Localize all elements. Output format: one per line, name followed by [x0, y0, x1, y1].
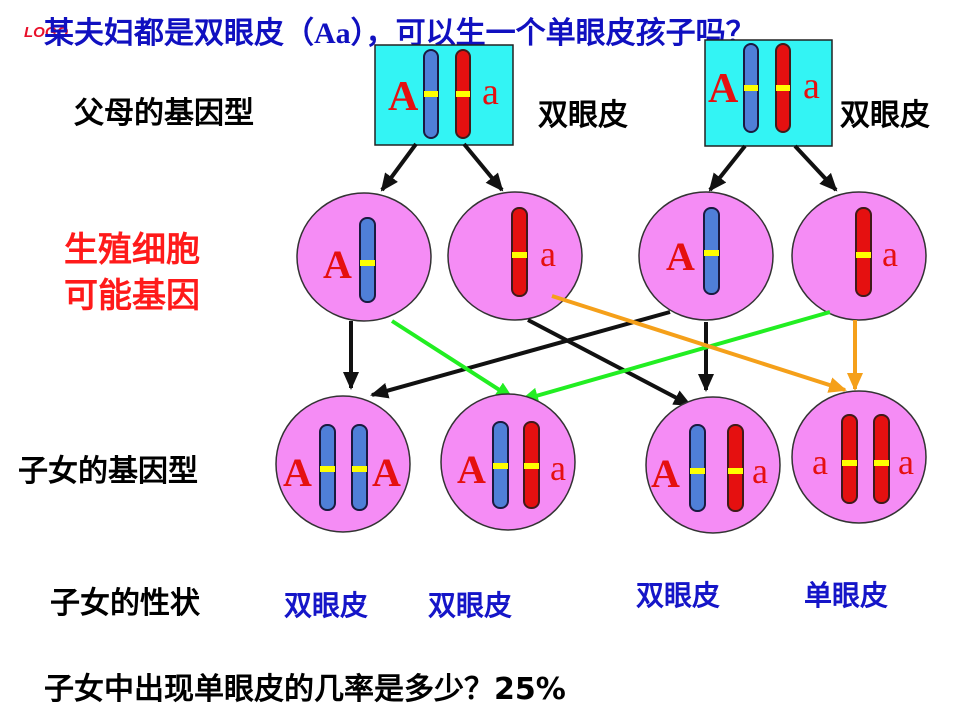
allele-label: A [708, 66, 739, 112]
gamete-cell-1: A [296, 192, 432, 322]
parent-2-box: A a [704, 39, 833, 147]
gametes-label-line2: 可能基因 [64, 276, 200, 316]
gene-band [360, 260, 375, 266]
gene-band [320, 466, 335, 472]
offspring-cell-4: a a [791, 390, 927, 524]
offspring-trait-3: 双眼皮 [636, 579, 721, 612]
offspring-trait-4: 单眼皮 [804, 579, 889, 612]
arrow [380, 142, 418, 192]
gene-band [424, 91, 438, 97]
allele-label: a [882, 234, 898, 274]
gene-band [856, 252, 871, 258]
probability-question: 子女中出现单眼皮的几率是多少？25% [44, 672, 566, 707]
parent-phenotype-1: 双眼皮 [538, 98, 628, 133]
allele-label: a [550, 448, 566, 488]
allele-label: a [803, 65, 820, 107]
gene-band [524, 463, 539, 469]
allele-label: A [457, 447, 486, 492]
arrow [551, 294, 847, 393]
offspring-cell-2: A a [440, 393, 576, 531]
parent-1-background [374, 44, 514, 146]
gene-band [744, 85, 758, 91]
gene-band [493, 463, 508, 469]
gene-band [842, 460, 857, 466]
meiosis-arrows [380, 142, 838, 192]
title-part1: 某夫妇都是双眼皮（ [44, 16, 314, 51]
gene-band [352, 466, 367, 472]
allele-label: a [482, 71, 499, 113]
fertilization-arrows [343, 294, 863, 407]
allele-label: a [812, 442, 828, 482]
arrow [793, 144, 838, 192]
parent-1-box: A a [374, 44, 514, 146]
allele-label: A [372, 450, 401, 495]
allele-label: A [323, 242, 352, 287]
offspring-trait-1: 双眼皮 [284, 589, 369, 622]
parents-genotype-label: 父母的基因型 [74, 96, 254, 131]
arrow [462, 142, 504, 192]
offspring-trait-label: 子女的性状 [50, 586, 200, 621]
cell-body [791, 390, 927, 524]
logo: LOGO [24, 24, 69, 41]
arrow [520, 310, 831, 404]
gene-band [512, 252, 527, 258]
gene-band [456, 91, 470, 97]
arrow [708, 144, 747, 192]
gamete-cell-3: A [638, 191, 774, 321]
allele-label: A [283, 450, 312, 495]
offspring-cell-1: A A [275, 395, 411, 533]
allele-label: A [666, 234, 695, 279]
cell-body [645, 396, 781, 534]
chromosome-recessive [873, 414, 890, 504]
allele-label: a [898, 442, 914, 482]
allele-label: A [388, 74, 419, 120]
offspring-genotype-label: 子女的基因型 [18, 454, 198, 489]
cell-body [275, 395, 411, 533]
gene-band [690, 468, 705, 474]
gene-band [776, 85, 790, 91]
gene-band [704, 250, 719, 256]
chromosome-recessive [841, 414, 858, 504]
allele-label: A [651, 451, 680, 496]
gamete-cell-2: a [447, 191, 583, 321]
allele-label: a [752, 451, 768, 491]
parent-2-background [704, 39, 833, 147]
arrow [390, 319, 514, 400]
gene-band [874, 460, 889, 466]
arrow [527, 318, 692, 407]
allele-label: a [540, 234, 556, 274]
arrow [370, 310, 671, 399]
title-genotype: Aa [314, 17, 351, 50]
parent-phenotype-2: 双眼皮 [840, 98, 930, 133]
gamete-cell-4: a [791, 191, 927, 321]
offspring-trait-2: 双眼皮 [428, 589, 513, 622]
gametes-label-line1: 生殖细胞 [64, 230, 200, 270]
gene-band [728, 468, 743, 474]
offspring-cell-3: A a [645, 396, 781, 534]
